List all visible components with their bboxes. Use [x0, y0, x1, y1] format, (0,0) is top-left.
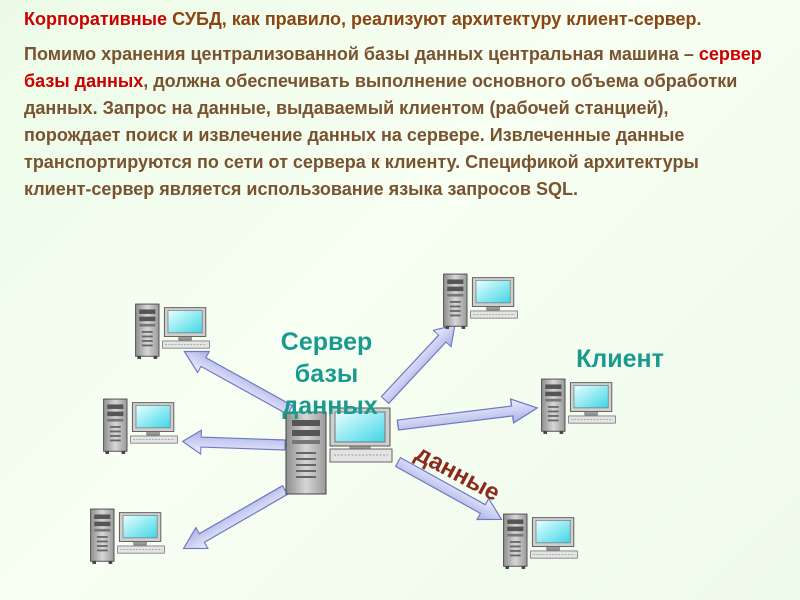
arrow-to-client-left-middle: [181, 428, 287, 458]
client-computer-top-right: [443, 273, 518, 330]
arrow-to-client-top-right: [375, 316, 465, 409]
server-label-line-2: базы: [295, 360, 358, 388]
client-label: Клиент: [576, 345, 664, 373]
client-computer-left-middle: [103, 398, 178, 455]
client-computer-right: [541, 378, 616, 435]
paragraph-highlight: сервер базы данных: [24, 44, 762, 91]
slide-heading: Корпоративные СУБД, как правило, реализу…: [24, 6, 764, 33]
client-computer-bottom-right: [503, 513, 578, 570]
slide-paragraph: Помимо хранения централизованной базы да…: [24, 41, 764, 203]
text-block: Корпоративные СУБД, как правило, реализу…: [24, 6, 764, 203]
paragraph-part-1: Помимо хранения централизованной базы да…: [24, 44, 699, 64]
arrow-to-client-right: [395, 395, 540, 438]
server-computer: [285, 407, 393, 495]
server-label: Сервер базы данных: [281, 328, 379, 420]
heading-rest: СУБД, как правило, реализуют архитектуру…: [167, 9, 702, 29]
client-computer-left-bottom: [90, 508, 165, 565]
heading-highlight: Корпоративные: [24, 9, 168, 29]
arrow-to-client-left-top: [177, 340, 297, 422]
server-label-line-3: данных: [282, 392, 377, 420]
client-computer-left-top: [135, 303, 210, 360]
server-label-line-1: Сервер: [281, 328, 372, 356]
paragraph-part-2: , должна обеспечивать выполнение основно…: [24, 71, 738, 199]
arrow-to-client-left-bottom: [176, 479, 292, 560]
